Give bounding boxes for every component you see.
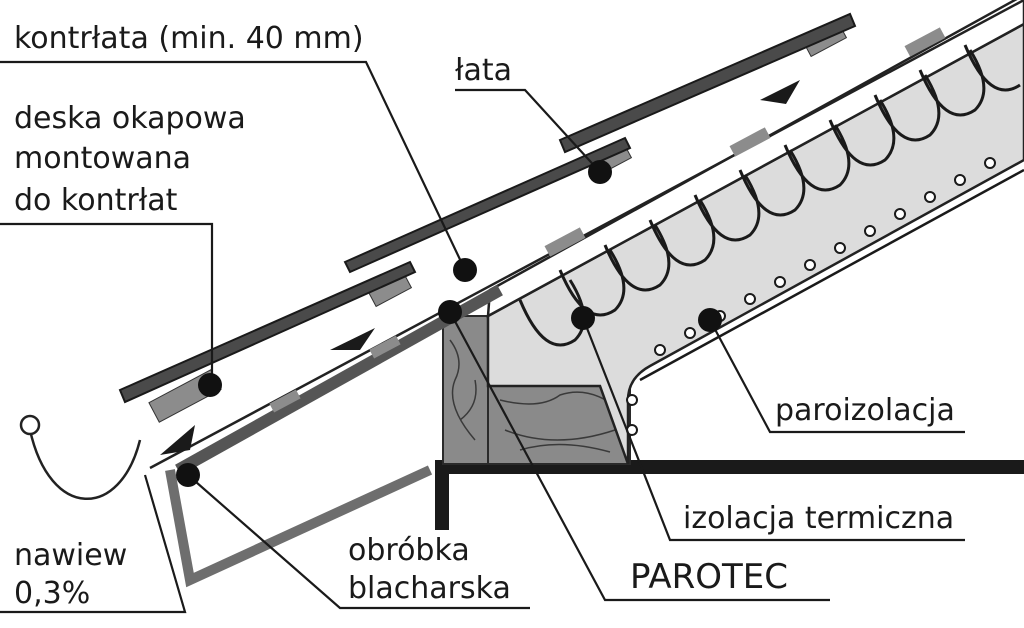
leader-deska bbox=[0, 222, 214, 385]
label-kontrlata: kontrłata (min. 40 mm) bbox=[14, 21, 364, 56]
dot-kontrlata bbox=[453, 258, 477, 282]
vapour-barrier-dots bbox=[626, 157, 996, 436]
membrane-gap bbox=[486, 0, 1024, 319]
leader-kontrlata bbox=[0, 60, 466, 271]
roof-structure bbox=[19, 0, 1024, 588]
insulation-loops bbox=[518, 44, 1021, 347]
label-obrobka-line1: obróbka bbox=[348, 533, 470, 568]
leaders bbox=[0, 60, 965, 614]
leader-paroizolacja bbox=[709, 319, 965, 434]
wood-grain bbox=[449, 339, 621, 453]
label-parotec: PAROTEC bbox=[630, 557, 788, 597]
wall-edge bbox=[435, 460, 449, 530]
wall-post bbox=[442, 315, 489, 465]
membrane-patches bbox=[269, 27, 946, 413]
leader-obrobka bbox=[187, 474, 530, 610]
dot-parotec bbox=[438, 300, 462, 324]
dot-izolacja bbox=[571, 306, 595, 330]
dot-paroizolacja bbox=[698, 308, 722, 332]
airflow-arrows bbox=[160, 80, 800, 455]
leader-izolacja bbox=[581, 317, 965, 542]
gutter bbox=[28, 429, 142, 500]
label-obrobka-line2: blacharska bbox=[348, 571, 511, 606]
leader-parotec bbox=[449, 311, 830, 602]
flashing bbox=[165, 465, 433, 588]
dot-obrobka bbox=[176, 463, 200, 487]
label-paroizolacja: paroizolacja bbox=[775, 393, 955, 428]
label-izolacja: izolacja termiczna bbox=[683, 501, 954, 536]
leader-nawiew bbox=[0, 474, 187, 614]
gutter-hook bbox=[19, 414, 41, 436]
leader-lata bbox=[455, 88, 601, 173]
label-nawiew-line1: nawiew bbox=[14, 538, 127, 573]
dot-deska bbox=[198, 373, 222, 397]
label-nawiew-line2: 0,3% bbox=[14, 576, 90, 611]
labels: kontrłata (min. 40 mm) łata deska okapow… bbox=[14, 21, 955, 611]
dot-lata bbox=[588, 160, 612, 184]
vapour-barrier-line bbox=[639, 168, 1024, 382]
label-deska-line1: deska okapowa bbox=[14, 101, 246, 136]
label-deska-line2: montowana bbox=[14, 141, 191, 176]
label-deska-line3: do kontrłat bbox=[14, 183, 178, 218]
label-lata: łata bbox=[455, 53, 512, 88]
roof-tiles bbox=[118, 12, 857, 404]
